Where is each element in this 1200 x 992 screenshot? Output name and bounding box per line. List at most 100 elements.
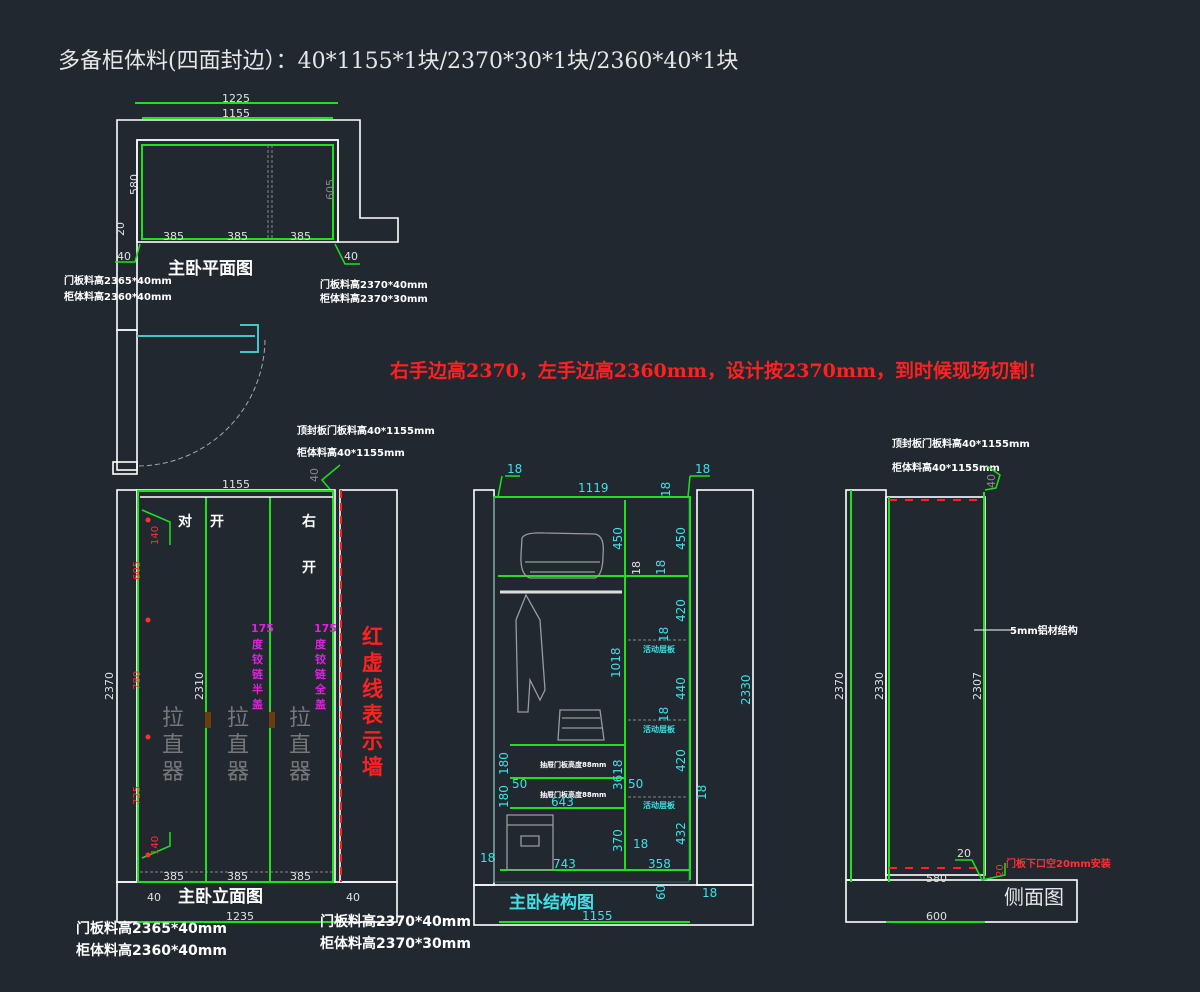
dim-18: 18 (630, 561, 643, 575)
dim-1119: 1119 (578, 481, 609, 495)
hinge-note-text: 盖 (315, 697, 326, 711)
plan-cabinet-outline (141, 144, 334, 240)
cabinet-elevation (136, 489, 336, 883)
dim-1155: 1155 (222, 107, 250, 120)
left-wall (473, 489, 495, 886)
dim-2310: 2310 (193, 672, 206, 700)
dim-600: 600 (926, 910, 947, 923)
elev-bottom-left-1: 门板料高2365*40mm (76, 920, 227, 937)
wall-note-text: 墙 (362, 754, 383, 779)
dim-50: 50 (628, 777, 643, 791)
structure-label: 主卧结构图 (509, 892, 594, 913)
dim-605: 605 (324, 179, 337, 200)
dim-1225: 1225 (222, 92, 250, 105)
hinge-dim: 140 (150, 836, 161, 855)
dim-643: 643 (551, 795, 574, 809)
dim-450: 450 (674, 527, 688, 550)
door-text: 对 (178, 513, 192, 530)
dim-385: 385 (163, 230, 184, 243)
plan-cabinet (136, 139, 339, 243)
dim-40-left: 40 (147, 891, 161, 904)
dim-385: 385 (163, 870, 184, 883)
straighteners: 拉 直 器 拉 直 器 拉 直 器 (162, 706, 311, 785)
straightener-text: 拉 (162, 706, 184, 731)
dim-370: 370 (611, 829, 625, 852)
hinge-note-text: 全 (314, 682, 327, 696)
dim-385: 385 (290, 870, 311, 883)
hinge-dim: 725 (132, 786, 143, 805)
door-swing-arc (136, 339, 266, 467)
dim-580: 580 (128, 174, 141, 195)
dim-180: 180 (497, 752, 511, 775)
door-text: 开 (302, 560, 316, 576)
cabinet-structure (493, 496, 690, 883)
plan-right-callout-2: 柜体料高2370*30mm (319, 292, 428, 305)
leader-line (984, 465, 1001, 491)
elevation-label: 主卧立面图 (178, 886, 263, 907)
door-gap-note: 门板下口空20mm安装 (1006, 857, 1111, 870)
dim-18: 18 (654, 560, 668, 575)
dim-18: 18 (480, 851, 495, 865)
dim-385: 385 (290, 230, 311, 243)
dim-420: 420 (674, 749, 688, 772)
wall-note-text: 线 (362, 676, 383, 701)
straightener-text: 直 (227, 733, 249, 758)
hinge-note-text: 度 (315, 637, 327, 651)
drawing-title: 多备柜体料(四面封边）：40*1155*1块/2370*30*1块/2360*4… (58, 49, 738, 74)
door-leaf (137, 324, 259, 353)
hinge-note-text: 铰 (315, 652, 326, 666)
straightener-text: 器 (162, 760, 184, 785)
hinge-note-text: 盖 (252, 697, 263, 711)
structure-frame (494, 496, 691, 880)
dim-18: 18 (657, 707, 671, 722)
door-panels (137, 490, 334, 883)
dim-180: 180 (497, 785, 511, 808)
dim-2330: 2330 (873, 672, 886, 700)
dim-385: 385 (227, 870, 248, 883)
plan-right-callout-1: 门板料高2370*40mm (320, 278, 428, 291)
door-stop (112, 461, 138, 475)
dim-2370: 2370 (103, 672, 116, 700)
hinge-note-text: 链 (315, 667, 327, 681)
dim-1235: 1235 (226, 910, 254, 923)
elevation-view: 顶封板门板料高40*1155mm 柜体料高40*1155mm 40 1155 2… (76, 424, 471, 959)
wall-note-text: 示 (362, 728, 383, 753)
elev-bottom-right-1: 门板料高2370*40mm (320, 913, 471, 930)
elev-top-callout-2: 柜体料高40*1155mm (296, 446, 405, 459)
side-label: 侧面图 (1004, 885, 1064, 909)
dim-450: 450 (611, 527, 625, 550)
hinge-dim: 780 (132, 671, 143, 690)
hinge-dim: 140 (150, 526, 161, 545)
straightener-text: 直 (289, 733, 311, 758)
plan-left-callout-1: 门板料高2365*40mm (64, 274, 172, 287)
drawer-label: 抽屉门板高度88mm (540, 790, 606, 799)
hinge-note-text: 半 (252, 682, 263, 696)
hinge-note-text: 度 (252, 637, 264, 651)
dim-18: 18 (695, 462, 710, 476)
dim-1018: 1018 (609, 647, 623, 678)
leader-line (115, 243, 360, 265)
dim-20-vertical: 20 (995, 864, 1006, 877)
dim-40: 40 (985, 474, 998, 488)
folded-clothes-icon (557, 709, 605, 741)
dim-2370: 2370 (833, 672, 846, 700)
dim-18: 18 (507, 462, 522, 476)
plan-left-callout-2: 柜体料高2360*40mm (63, 290, 172, 303)
straightener-text: 直 (162, 733, 184, 758)
storage-box-icon (506, 814, 554, 871)
handle (269, 712, 275, 728)
dim-20: 20 (957, 847, 971, 860)
dim-60: 60 (654, 885, 668, 900)
floor (473, 884, 754, 926)
wall-note-text: 红 (362, 624, 383, 649)
straightener-text: 器 (227, 760, 249, 785)
door-text: 开 (210, 514, 224, 530)
dim-40-top: 40 (308, 468, 321, 482)
straightener-text: 器 (289, 760, 311, 785)
side-view: 顶封板门板料高40*1155mm 柜体料高40*1155mm 40 2370 2… (833, 437, 1111, 923)
dim-743: 743 (553, 857, 576, 871)
hanging-coat-icon (515, 593, 546, 713)
dim-3618: 3618 (611, 759, 625, 790)
